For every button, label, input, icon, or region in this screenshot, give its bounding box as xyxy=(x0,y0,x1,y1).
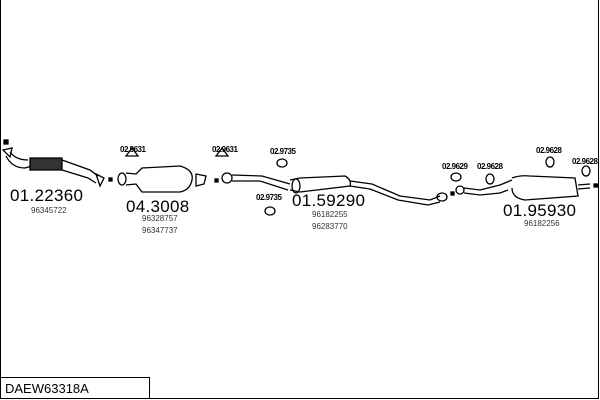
fitting-label: 02.9629 xyxy=(442,162,468,171)
fitting-label: 02.9628 xyxy=(536,146,562,155)
part-ref: 96328757 xyxy=(142,214,178,223)
fitting-label: 02.9628 xyxy=(477,162,503,171)
part-ref: 96182256 xyxy=(524,219,560,228)
part-ref: 96345722 xyxy=(31,206,67,215)
fitting-label: 02.9631 xyxy=(212,145,238,154)
fitting-label: 02.9735 xyxy=(270,147,296,156)
fitting-label: 02.9631 xyxy=(120,145,146,154)
part-number: 04.3008 xyxy=(126,197,190,216)
part-number: 01.22360 xyxy=(10,186,84,205)
front-pipe-drawing xyxy=(1,139,113,188)
fitting-label: 02.9735 xyxy=(256,193,282,202)
center-pipe-drawing xyxy=(221,158,455,216)
part-ref: 96283770 xyxy=(312,222,348,231)
part-ref: 96182255 xyxy=(312,210,348,219)
part-number: 01.59290 xyxy=(292,191,366,210)
catalyst-drawing xyxy=(117,146,230,193)
kit-code: DAEW63318A xyxy=(5,381,89,396)
fitting-label: 02.9628 xyxy=(572,157,598,166)
part-number: 01.95930 xyxy=(503,201,577,220)
rear-muffler-drawing xyxy=(450,156,599,201)
kit-code-box: DAEW63318A xyxy=(0,377,150,399)
part-ref: 96347737 xyxy=(142,226,178,235)
